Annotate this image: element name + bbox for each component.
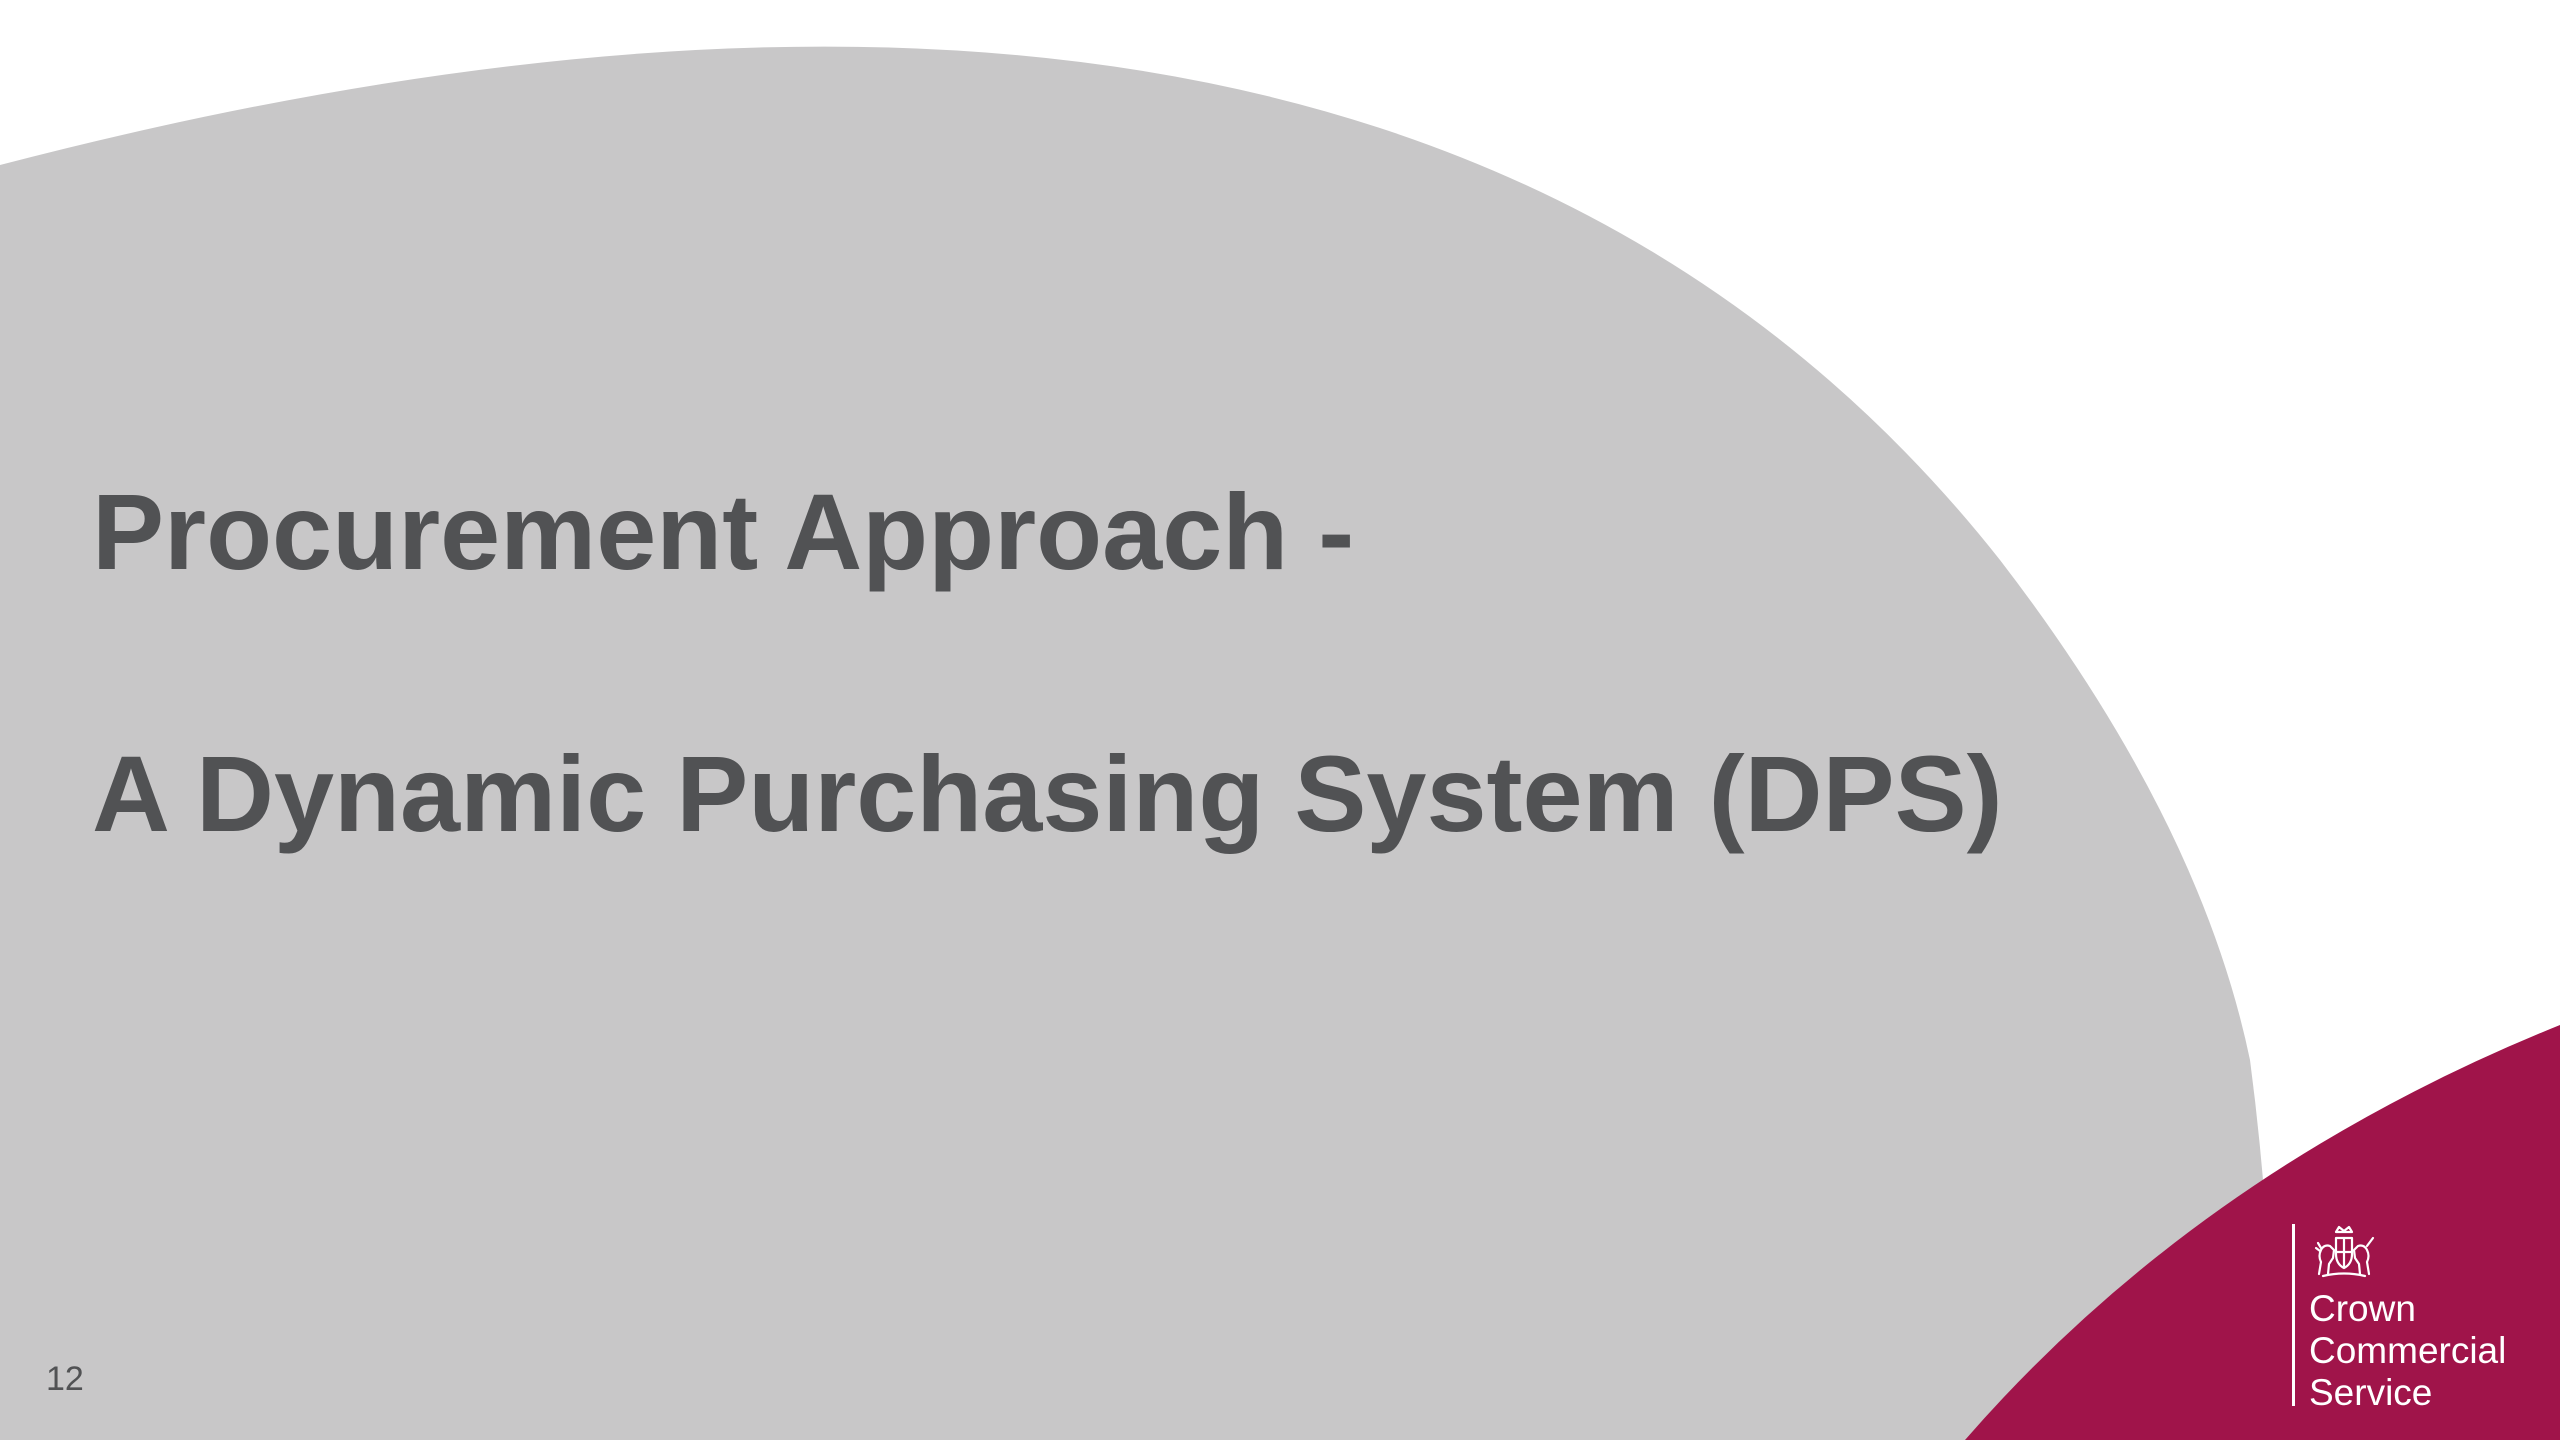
slide-title: Procurement Approach - A Dynamic Purchas… bbox=[92, 478, 2092, 848]
logo-text-line-2: Commercial bbox=[2309, 1330, 2507, 1371]
logo-body: Crown Commercial Service bbox=[2309, 1224, 2506, 1414]
logo-wordmark: Crown Commercial Service bbox=[2309, 1288, 2506, 1414]
royal-coat-of-arms-icon bbox=[2314, 1225, 2375, 1278]
logo-divider bbox=[2292, 1224, 2295, 1406]
title-line-1: Procurement Approach - bbox=[92, 471, 1355, 592]
grey-arc-shape bbox=[0, 46, 2273, 1440]
logo-text-line-1: Crown bbox=[2309, 1288, 2416, 1329]
title-line-2: A Dynamic Purchasing System (DPS) bbox=[92, 733, 2003, 854]
crimson-arc-shape bbox=[1965, 1025, 2560, 1440]
logo-text-line-3: Service bbox=[2309, 1372, 2433, 1413]
crown-commercial-service-logo: Crown Commercial Service bbox=[2292, 1224, 2506, 1413]
slide-number: 12 bbox=[46, 1360, 84, 1398]
